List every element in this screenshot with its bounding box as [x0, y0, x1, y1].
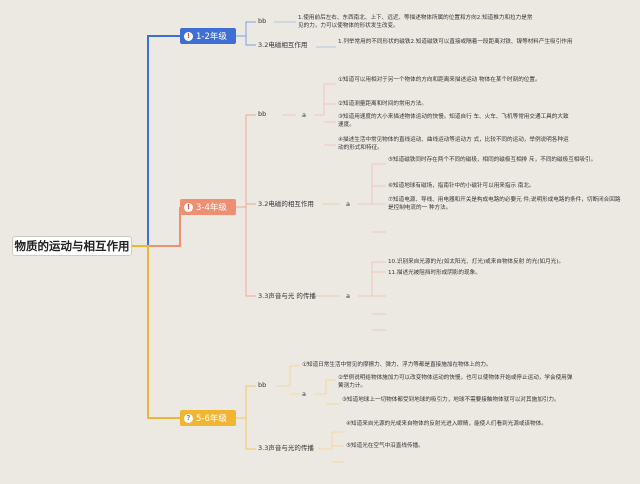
- g12-branch-bb[interactable]: bb: [258, 17, 267, 25]
- g34-branch-em[interactable]: 3.2电磁的相互作用: [258, 200, 314, 208]
- g34-bb-leaf-2: ②知道测量距离和时间的常用方法。: [338, 101, 427, 107]
- grade-1-2-label: 1-2年级: [196, 32, 227, 42]
- exclamation-icon: !: [184, 202, 193, 212]
- grade-3-4-label: 3-4年级: [196, 203, 227, 213]
- g56-branch-bb[interactable]: bb: [258, 381, 267, 389]
- g34-bb-a[interactable]: a: [302, 111, 306, 119]
- g56-branch-sound-light[interactable]: 3.3声音与光的传播: [258, 444, 314, 452]
- g56-bb-leaf-2: ②举例说明给物体施加力可以改变物体运动的快慢，也可以使物体开始或停止运动，学会使…: [338, 375, 573, 389]
- g34-branch-bb[interactable]: bb: [258, 110, 267, 118]
- question-icon: ?: [184, 413, 193, 423]
- root-title: 物质的运动与相互作用: [14, 239, 130, 253]
- g34-branch-sound-light[interactable]: 3.3声音与光 的传播: [258, 292, 316, 300]
- g12-em-leaf: 1.列举常用的不同形状的磁铁2.知道磁铁可以直接或隔着一段距离对铁、镍等材料产生…: [338, 39, 573, 45]
- g34-bb-leaf-1: ①知道可以用相对于另一个物体的方向和距离来描述运动 物体在某个时刻的位置。: [338, 77, 541, 83]
- exclamation-icon: !: [184, 31, 193, 41]
- g34-bb-leaf-4: ④描述生活中常见物体的直线运动、曲线运动等运动方 式，比较不同的运动，举例说明各…: [338, 137, 569, 151]
- g34-sl-leaf-10: 10.识别来自光源的光(如太阳光、灯光)或来自物体反射 的光(如月光)。: [388, 259, 565, 265]
- g34-sl-a[interactable]: a: [346, 292, 350, 300]
- g12-bb-leaf: 1.使用前后左右、东西南北、上下、远近、等描述物体所属的位置和方向2.知道推力和…: [298, 15, 533, 29]
- g34-em-leaf-6: ⑥知道地球有磁场，指南针中的小磁针可以用来指示 南北。: [388, 183, 535, 189]
- g34-em-a[interactable]: a: [346, 200, 350, 208]
- g56-bb-leaf-1: ①知道日常生活中常见的摩擦力、弹力、浮力等都是直接施加在物体上的力。: [302, 362, 492, 368]
- grade-5-6-node[interactable]: ? 5-6年级: [180, 410, 236, 426]
- g12-branch-em[interactable]: 3.2电磁相互作用: [258, 41, 308, 49]
- grade-1-2-node[interactable]: ! 1-2年级: [180, 28, 236, 44]
- grade-3-4-node[interactable]: ! 3-4年级: [180, 199, 236, 215]
- g56-bb-leaf-3: ③知道地球上一切物体都受到地球的吸引力，地球不需要接触物体就可以对其施加引力。: [342, 397, 560, 403]
- g34-bb-leaf-3: ③知道用速度的大小来描述物体运动的快慢。知道自行 车、火车、飞机等常用交通工具的…: [338, 114, 569, 128]
- g56-bb-a[interactable]: a: [302, 390, 306, 398]
- g56-sl-leaf-4: ④知道来自光源的光或来自物体的反射光进入眼睛，能使人们看到光源或该物体。: [346, 421, 547, 427]
- g56-sl-leaf-5: ⑤知道光在空气中沿直线传播。: [346, 443, 424, 449]
- g34-em-leaf-7: ⑦知道电源、导线、用电器和开关是构成电路的必要元 件;说明形成电路的条件，切断闭…: [388, 197, 621, 211]
- root-node[interactable]: 物质的运动与相互作用: [12, 236, 132, 256]
- g34-em-leaf-5: ⑤知道磁铁同时存在两个不同的磁极，相同的磁极互相排 斥，不同的磁极互相吸引。: [388, 157, 597, 163]
- g34-sl-leaf-11: 11.描述光被阻挡时形成阴影的现象。: [388, 270, 481, 276]
- grade-5-6-label: 5-6年级: [196, 414, 227, 424]
